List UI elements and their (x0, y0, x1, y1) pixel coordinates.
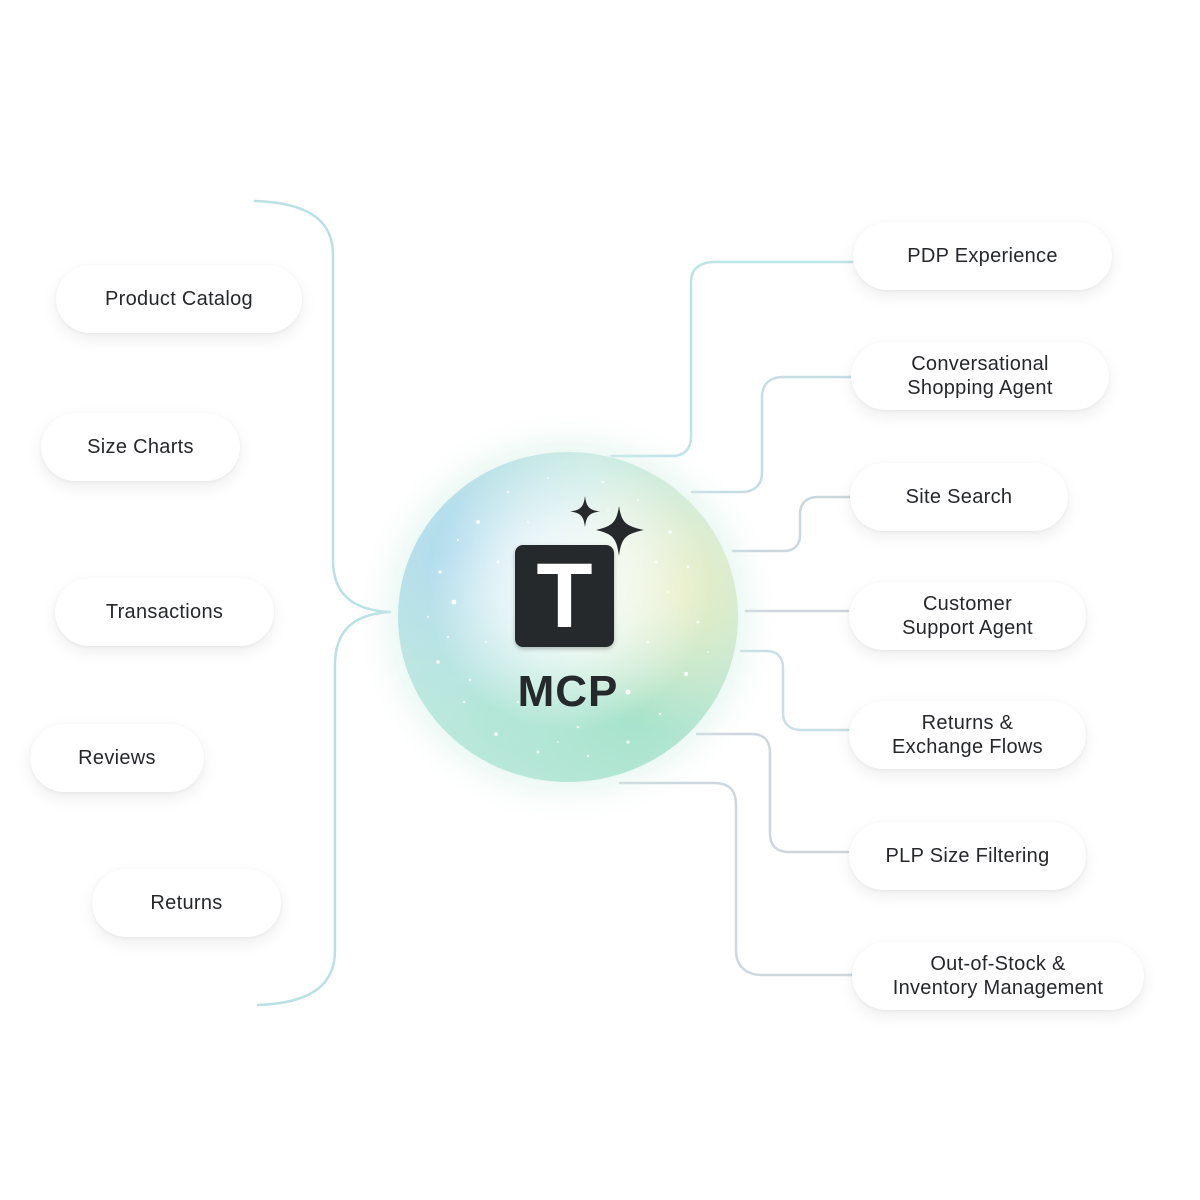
input-node: Transactions (55, 578, 274, 646)
connector-out-of-stock-inventory (620, 783, 852, 975)
input-node: Product Catalog (56, 265, 302, 333)
input-node: Returns (92, 869, 281, 937)
output-node: PLP Size Filtering (849, 822, 1086, 890)
output-label: Out-of-Stock & Inventory Management (893, 952, 1104, 1000)
output-label: Conversational Shopping Agent (907, 352, 1052, 400)
input-node: Reviews (30, 724, 204, 792)
input-node: Size Charts (41, 413, 240, 481)
output-label: Site Search (906, 485, 1013, 509)
connector-pdp-experience (612, 262, 852, 456)
output-node: PDP Experience (853, 222, 1112, 290)
output-node: Site Search (850, 463, 1068, 531)
output-node: Out-of-Stock & Inventory Management (852, 942, 1144, 1010)
output-label: Customer Support Agent (902, 592, 1033, 640)
output-node: Customer Support Agent (849, 582, 1086, 650)
connector-returns-exchange-flows (741, 651, 848, 730)
t-logo-icon: T (515, 545, 614, 647)
input-label: Reviews (78, 746, 156, 770)
logo-letter: T (536, 550, 592, 642)
input-label: Product Catalog (105, 287, 253, 311)
input-bracket-top (255, 201, 390, 612)
output-node: Returns & Exchange Flows (849, 701, 1086, 769)
connector-site-search (733, 497, 850, 551)
center-label: MCP (468, 666, 668, 718)
input-label: Size Charts (87, 435, 194, 459)
output-label: PLP Size Filtering (886, 844, 1050, 868)
output-label: PDP Experience (907, 244, 1058, 268)
input-bracket-bottom (258, 612, 390, 1005)
output-label: Returns & Exchange Flows (892, 711, 1043, 759)
output-node: Conversational Shopping Agent (851, 342, 1109, 410)
input-label: Transactions (106, 600, 223, 624)
input-label: Returns (150, 891, 222, 915)
